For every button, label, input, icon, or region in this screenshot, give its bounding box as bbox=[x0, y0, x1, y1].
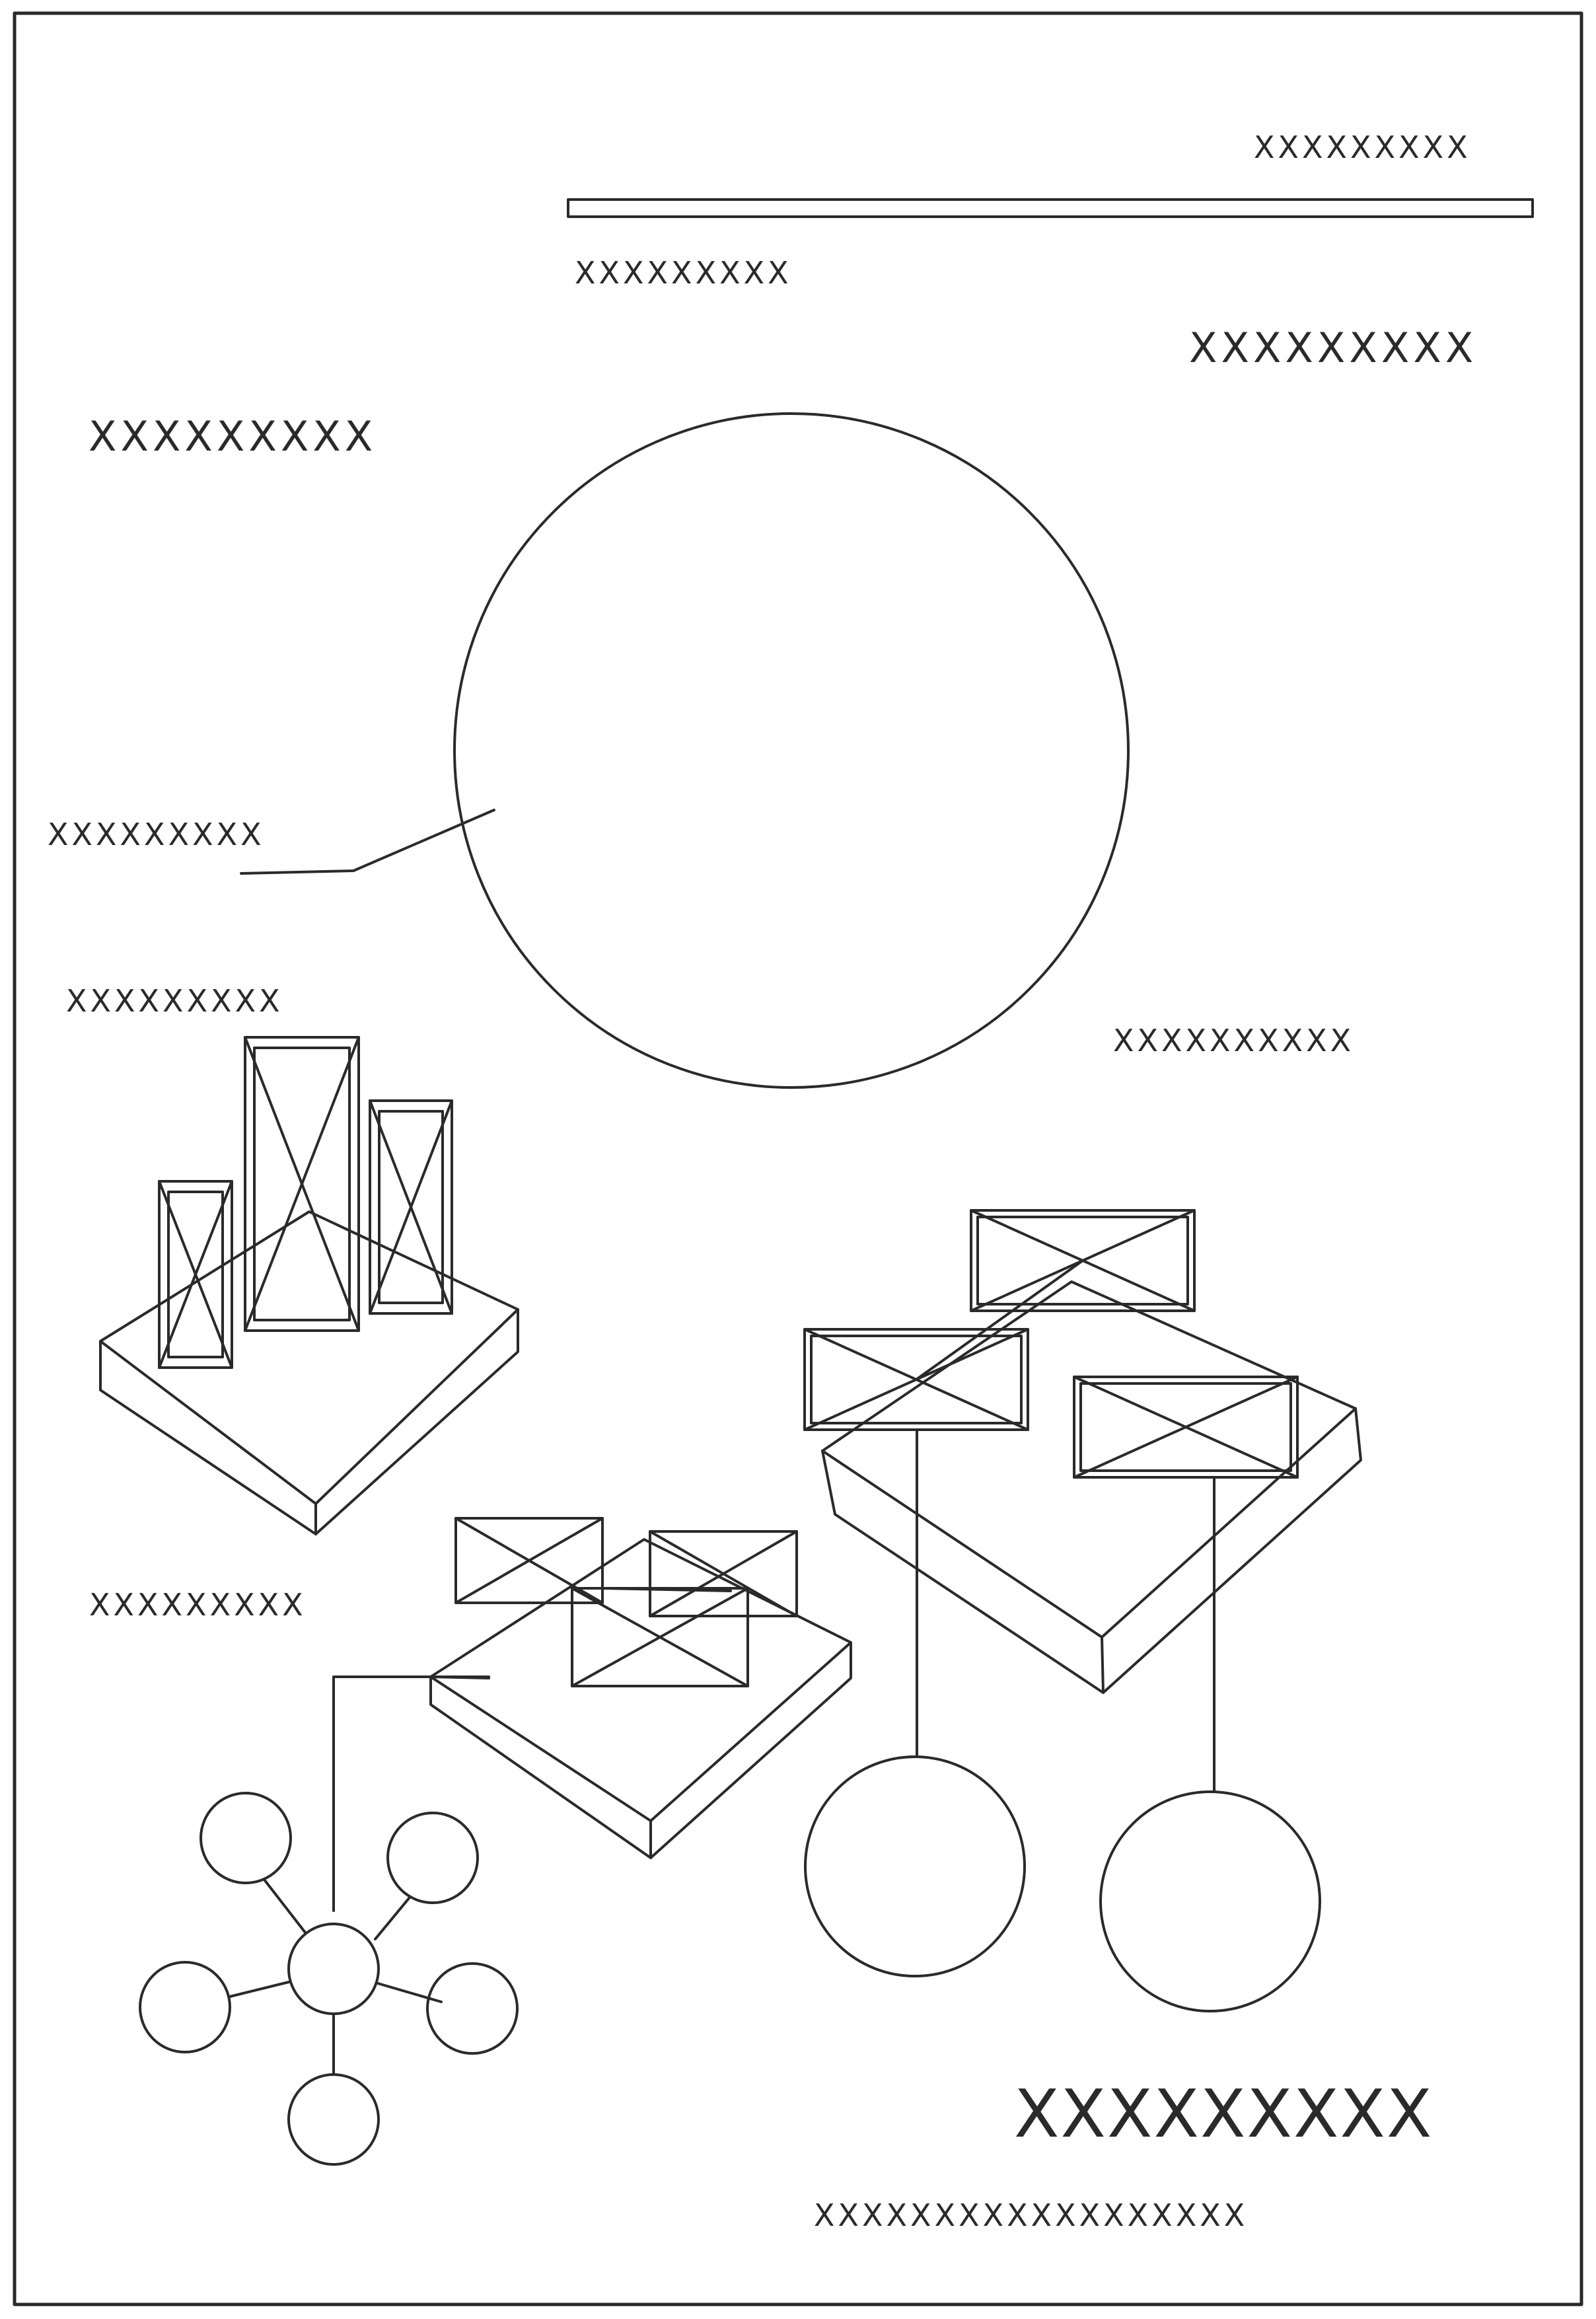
platform-a-with-towers bbox=[100, 1037, 518, 1534]
label-left-upper: XXXXXXXXX bbox=[89, 412, 377, 460]
header-bar bbox=[568, 200, 1533, 217]
tower-right bbox=[370, 1101, 452, 1313]
network-node-top-left bbox=[201, 1793, 291, 1883]
label-right-upper: XXXXXXXXX bbox=[1189, 324, 1478, 372]
box-b-top-right bbox=[650, 1531, 797, 1616]
label-under-bar: XXXXXXXXX bbox=[575, 255, 792, 291]
label-top-right: XXXXXXXXX bbox=[1254, 129, 1471, 165]
platform-b-with-boxes bbox=[431, 1518, 851, 1858]
label-above-towers: XXXXXXXXX bbox=[66, 983, 283, 1019]
label-footer-big: XXXXXXXXX bbox=[1014, 2075, 1433, 2153]
network-node-bottom bbox=[289, 2075, 379, 2164]
network-node-top-right bbox=[388, 1813, 478, 1903]
connector-b-boxes bbox=[602, 1588, 731, 1591]
network-leader-line bbox=[334, 1677, 489, 1911]
platform-c-with-boxes bbox=[805, 1210, 1361, 1693]
star-network bbox=[140, 1793, 517, 2164]
tower-left bbox=[159, 1181, 232, 1368]
hanging-circle-right bbox=[1101, 1477, 1320, 2011]
callout-leader-line bbox=[241, 810, 494, 873]
connector-c-left-to-top bbox=[916, 1261, 1083, 1380]
label-circle-callout: XXXXXXXXX bbox=[48, 817, 265, 852]
box-b-top-left bbox=[456, 1518, 602, 1603]
tower-middle bbox=[245, 1037, 359, 1331]
network-node-right bbox=[427, 1964, 517, 2053]
network-hub-node bbox=[289, 1924, 379, 2014]
label-footer-bottom: XXXXXXXXXXXXXXXXXX bbox=[814, 2197, 1249, 2233]
box-b-center bbox=[572, 1588, 748, 1686]
large-circle bbox=[454, 414, 1128, 1087]
network-node-left bbox=[140, 1962, 230, 2052]
box-c-right bbox=[1074, 1377, 1297, 1477]
label-left-lower: XXXXXXXXX bbox=[89, 1587, 307, 1623]
page-border bbox=[15, 13, 1581, 2304]
label-right-middle: XXXXXXXXXX bbox=[1113, 1023, 1355, 1058]
hanging-circle-left bbox=[805, 1430, 1025, 1976]
